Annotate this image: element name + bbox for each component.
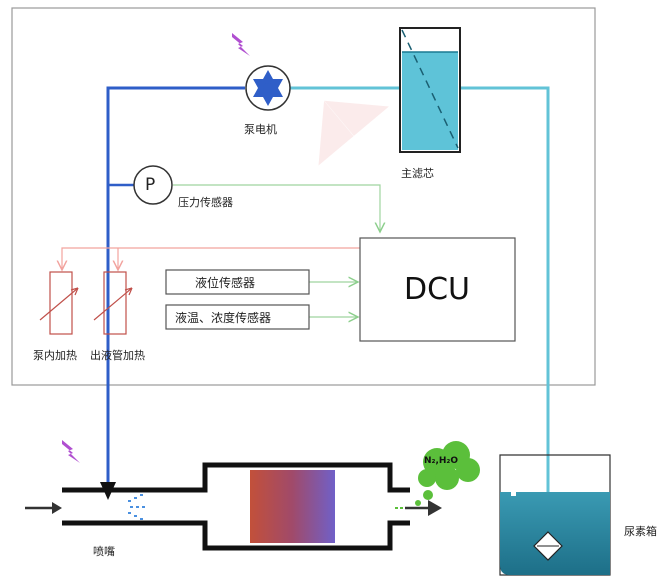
main-filter-label: 主滤芯 [401,167,434,180]
nozzle-label: 喷嘴 [93,545,115,558]
module-frame [11,7,596,386]
pump-label: 泵电机 [244,123,277,136]
level-sensor-label: 液位传感器 [195,276,256,290]
main-filter-icon [399,27,461,153]
pump-heater-label: 泵内加热 [33,349,77,362]
emission-label: N₂,H₂O [424,456,459,466]
heater-icon [93,271,133,335]
pump-icon [245,65,291,111]
spray-icon [128,494,145,520]
dcu-box [359,237,516,342]
lightning-icon [232,33,250,56]
arrow-icon [25,502,62,514]
heater-control-lines [62,247,360,270]
level-sensor-box [165,269,310,295]
urea-tank-label: 尿素箱 [624,525,657,538]
pressure-symbol: P [145,175,156,195]
nozzle-icon [100,482,116,500]
pressure-sensor-label: 压力传感器 [178,196,233,209]
temp-conc-sensor-box [165,304,310,330]
dcu-label: DCU [404,272,471,307]
urea-tank [499,454,611,576]
return-line [290,86,550,540]
supply-line [106,86,245,482]
heater-icon [39,271,79,335]
lightning-icon [62,440,80,463]
exhaust-pipe [62,462,410,551]
arrow-icon [395,500,442,516]
pressure-gauge-icon [133,165,173,205]
catalyst [250,470,335,543]
float-valve-icon [533,531,563,561]
emission-cloud [415,441,480,506]
temp-conc-sensor-label: 液温、浓度传感器 [175,311,272,325]
outlet-heater-label: 出液管加热 [90,349,145,362]
pressure-signal-line [173,184,380,232]
